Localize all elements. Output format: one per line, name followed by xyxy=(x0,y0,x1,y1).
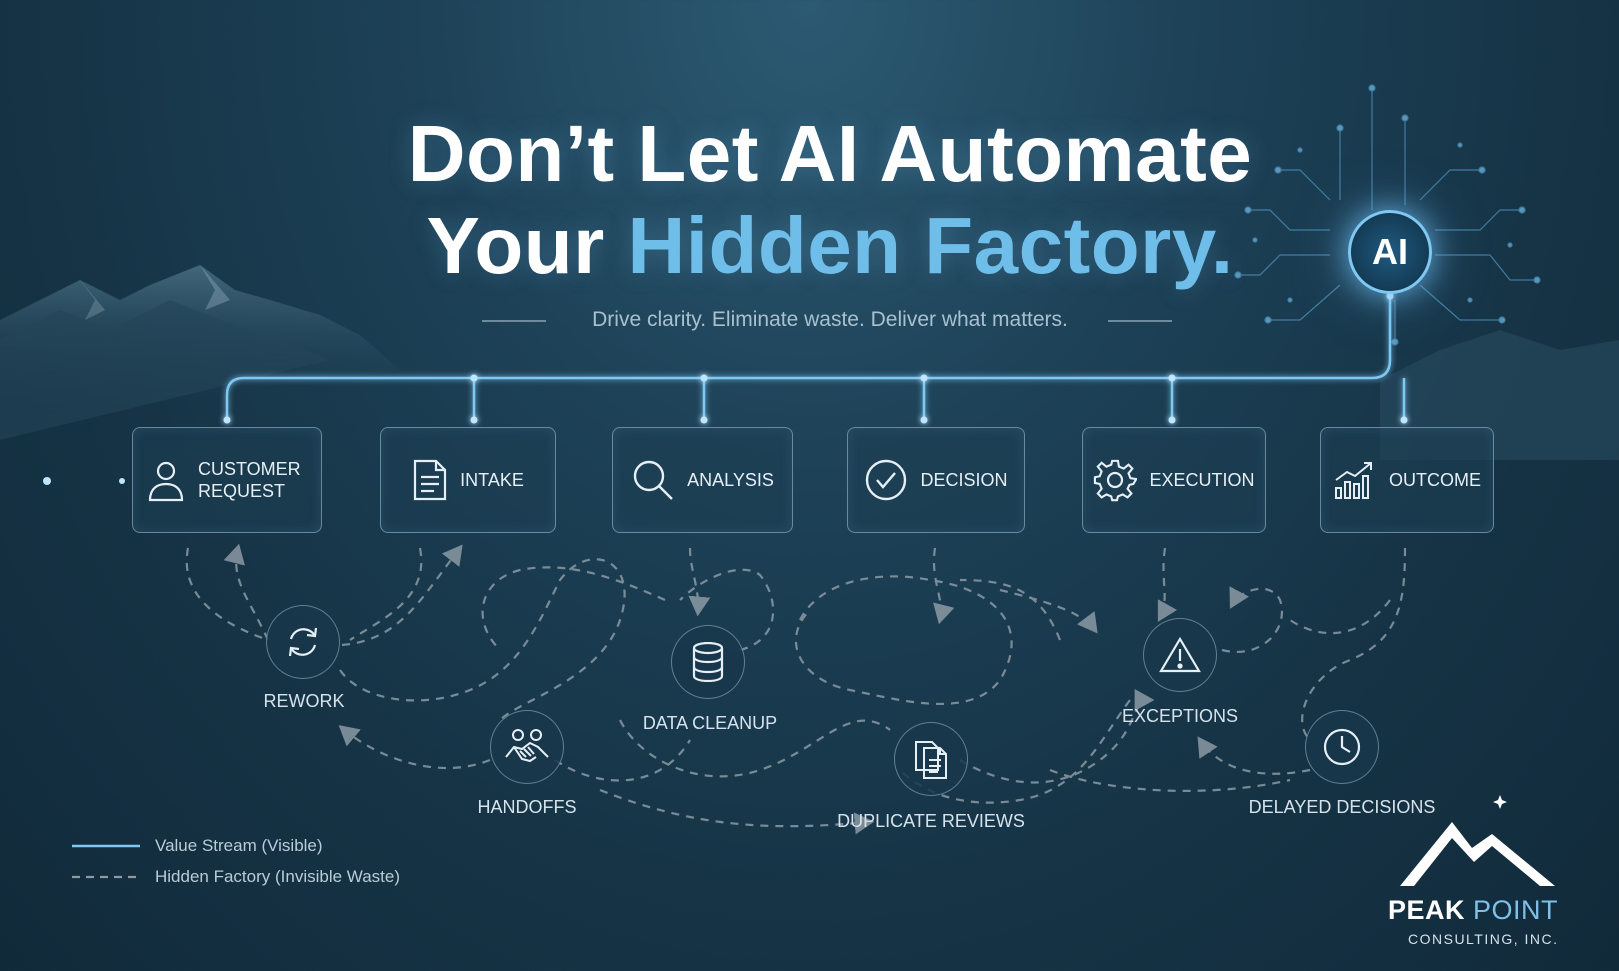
stage-customer-request: CUSTOMER REQUEST xyxy=(132,427,322,533)
waste-rework xyxy=(266,605,340,679)
stage-label: ANALYSIS xyxy=(687,470,774,490)
person-icon xyxy=(148,461,184,502)
magnifier-icon xyxy=(633,460,673,500)
waste-exceptions xyxy=(1143,618,1217,692)
circuit-pattern xyxy=(1234,84,1541,346)
stage-label: OUTCOME xyxy=(1389,470,1481,490)
headline-prefix: Your xyxy=(426,201,628,290)
ai-badge: AI xyxy=(1348,210,1432,294)
stage-label: DECISION xyxy=(920,470,1008,490)
ai-connector-nodes xyxy=(223,292,1408,424)
stage-intake: INTAKE xyxy=(380,427,556,533)
warning-icon xyxy=(1159,636,1201,673)
waste-data-cleanup xyxy=(671,625,745,699)
headline-line-2: Your Hidden Factory. xyxy=(0,200,1619,292)
ai-connector-bus xyxy=(225,294,1406,420)
peak-point-logo-icon xyxy=(1400,795,1555,886)
checkmark-icon xyxy=(866,459,907,501)
waste-delayed-decisions xyxy=(1305,710,1379,784)
brand-subtitle: CONSULTING, INC. xyxy=(1408,931,1559,947)
brand-name-bold: PEAK xyxy=(1388,895,1466,925)
legend-value-stream-text: Value Stream (Visible) xyxy=(155,836,323,855)
stage-analysis: ANALYSIS xyxy=(612,427,793,533)
waste-label-handoffs: HANDOFFS xyxy=(477,797,577,817)
brand-name: PEAK POINT xyxy=(1388,895,1558,926)
waste-label-rework: REWORK xyxy=(263,691,345,711)
waste-label-duplicate-reviews: DUPLICATE REVIEWS xyxy=(837,811,1025,831)
waste-handoffs xyxy=(490,710,564,784)
stage-decision: DECISION xyxy=(847,427,1025,533)
brand-name-light: POINT xyxy=(1473,895,1559,925)
bar-chart-icon xyxy=(1335,462,1372,499)
stage-label: INTAKE xyxy=(460,470,524,490)
waste-label-delayed-decisions: DELAYED DECISIONS xyxy=(1248,797,1436,817)
waste-label-data-cleanup: DATA CLEANUP xyxy=(642,713,778,733)
headline-line-1: Don’t Let AI Automate xyxy=(407,109,1253,198)
mountain-range-left xyxy=(0,265,400,440)
clock-icon xyxy=(1323,728,1361,766)
waste-label-exceptions: EXCEPTIONS xyxy=(1121,706,1239,726)
waste-duplicate-reviews xyxy=(894,722,968,796)
handshake-icon xyxy=(505,729,549,763)
value-stream-start-dot xyxy=(43,477,51,485)
hidden-factory-loops xyxy=(185,543,1407,835)
stage-execution: EXECUTION xyxy=(1082,427,1266,533)
stage-outcome: OUTCOME xyxy=(1320,427,1494,533)
documents-icon xyxy=(915,741,947,779)
document-icon xyxy=(414,459,447,501)
stage-label: CUSTOMER REQUEST xyxy=(198,459,301,501)
subtitle: Drive clarity. Eliminate waste. Deliver … xyxy=(592,308,1068,331)
legend-hidden-factory-text: Hidden Factory (Invisible Waste) xyxy=(155,867,401,886)
database-icon xyxy=(692,642,724,682)
headline-accent: Hidden Factory. xyxy=(627,201,1234,290)
value-stream-entry-dot xyxy=(119,478,125,484)
cycle-arrows-icon xyxy=(288,627,318,657)
stage-label: EXECUTION xyxy=(1149,470,1255,490)
gear-icon xyxy=(1094,459,1138,502)
